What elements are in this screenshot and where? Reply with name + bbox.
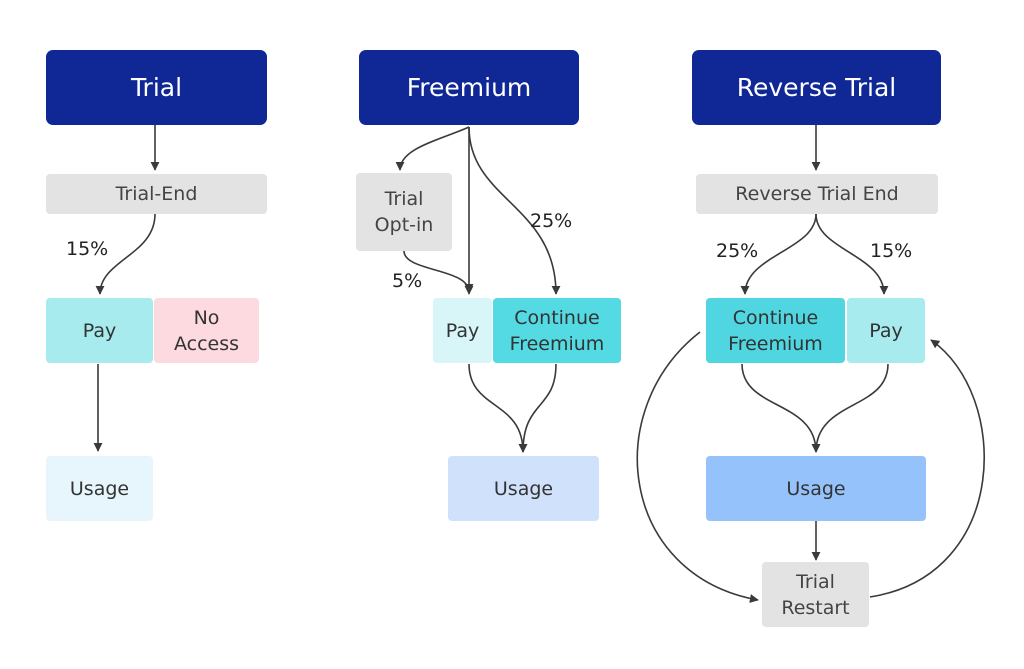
freemium-continue-box: Continue Freemium (493, 298, 621, 363)
arrow-continue-to-usage (741, 363, 821, 453)
arrow-restart-to-pay (869, 339, 986, 598)
freemium-optin-pay-percent: 5% (392, 270, 423, 292)
arrow-end-to-pay (815, 213, 889, 295)
reverse-trial-restart-box: Trial Restart (762, 562, 869, 627)
reverse-trial-end-box: Reverse Trial End (696, 174, 938, 214)
arrow-freemium-to-continue (468, 126, 561, 295)
reverse-continue-percent: 25% (716, 240, 759, 262)
arrow-pay-to-usage-reverse (811, 363, 889, 453)
trial-usage-box: Usage (46, 456, 153, 521)
arrow-trial-end-to-pay (95, 213, 156, 295)
arrow-freemium-to-optin (395, 126, 470, 171)
freemium-continue-percent: 25% (530, 210, 573, 232)
reverse-pay-box: Pay (847, 298, 925, 363)
trial-pay-percent: 15% (66, 238, 109, 260)
freemium-pay-box: Pay (433, 298, 492, 363)
arrow-pay-to-usage-freemium (468, 363, 528, 453)
reverse-usage-box: Usage (706, 456, 926, 521)
arrow-continue-to-restart (636, 331, 759, 603)
reverse-trial-title: Reverse Trial (692, 50, 941, 125)
arrow-optin-to-pay (403, 250, 474, 293)
trial-no-access-box: No Access (154, 298, 259, 363)
trial-end-box: Trial-End (46, 174, 267, 214)
arrow-continue-to-usage-freemium (518, 363, 557, 453)
reverse-continue-box: Continue Freemium (706, 298, 845, 363)
freemium-title: Freemium (359, 50, 579, 125)
trial-title: Trial (46, 50, 267, 125)
arrow-end-to-continue (740, 213, 817, 295)
freemium-usage-box: Usage (448, 456, 599, 521)
trial-pay-box: Pay (46, 298, 153, 363)
freemium-trial-optin-box: Trial Opt-in (356, 173, 452, 251)
reverse-pay-percent: 15% (870, 240, 913, 262)
